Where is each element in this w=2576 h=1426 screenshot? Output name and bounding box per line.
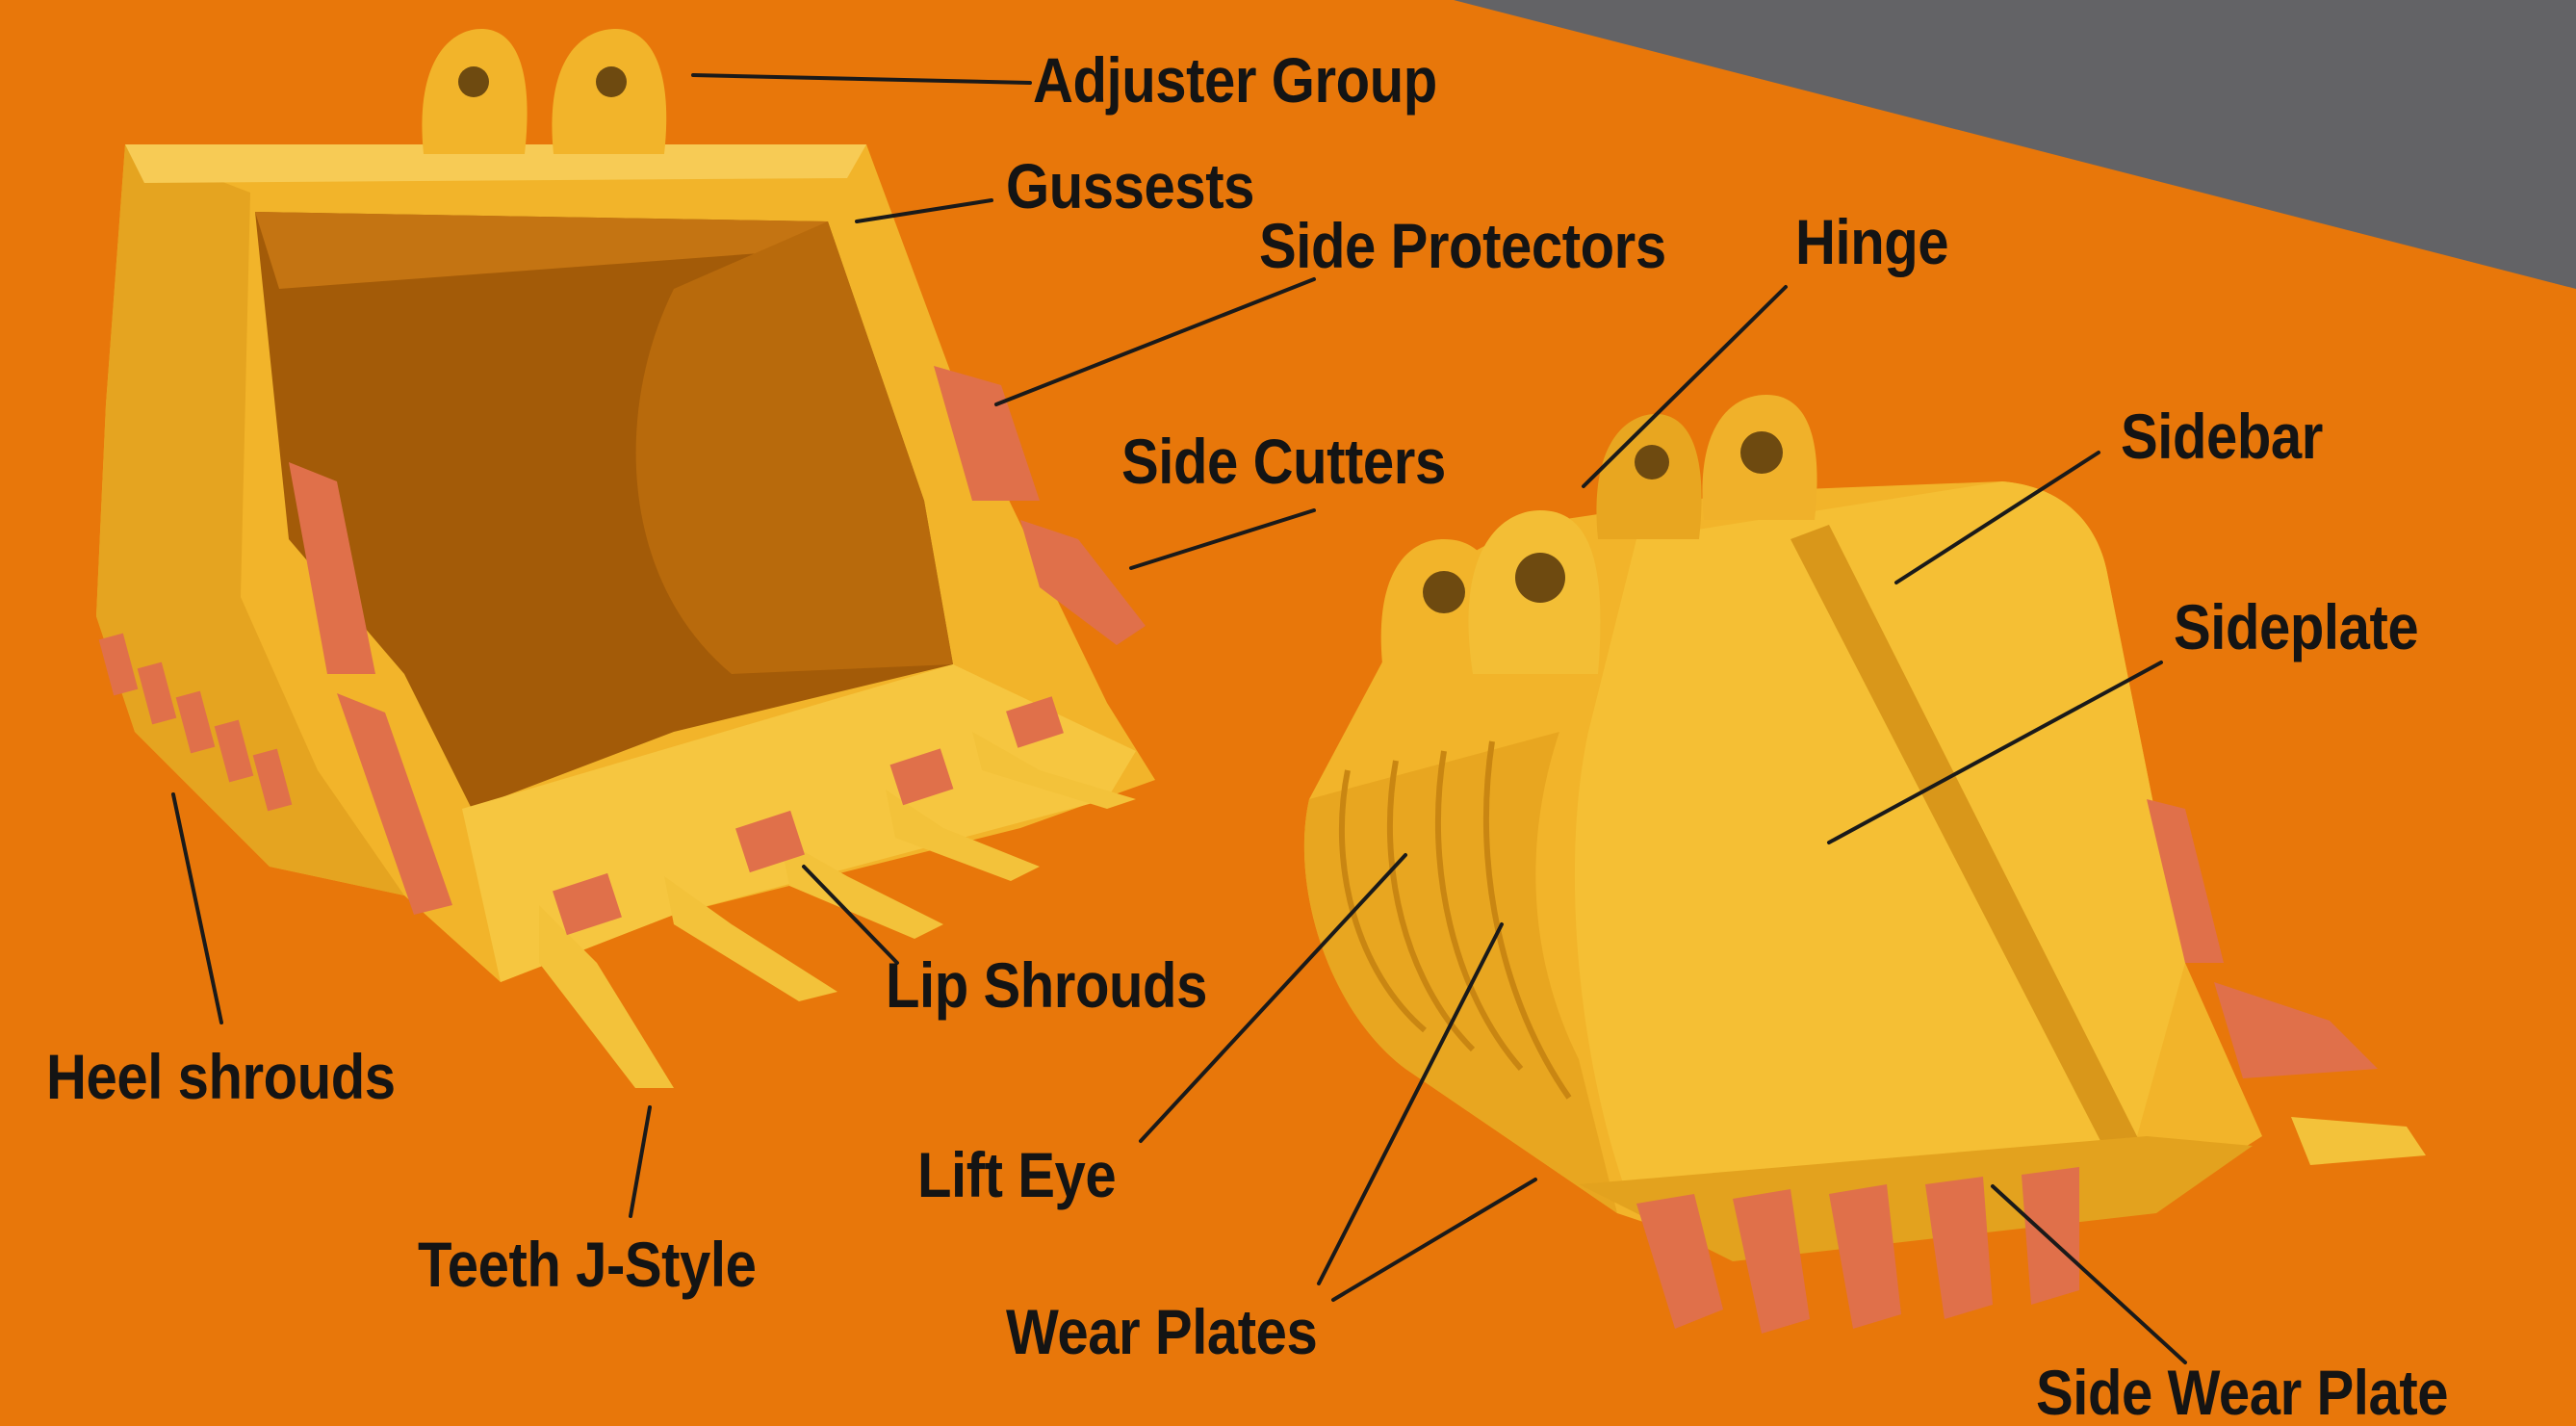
label-side-cutters: Side Cutters [1121,429,1446,493]
label-teeth-j-style: Teeth J-Style [418,1232,756,1296]
leader-teeth-j-style [631,1107,650,1216]
leader-heel-shrouds [173,794,221,1023]
label-sidebar: Sidebar [2121,404,2323,468]
label-hinge: Hinge [1795,210,1948,273]
leader-adjuster-group [693,75,1030,83]
label-wear-plates: Wear Plates [1006,1300,1317,1363]
label-adjuster-group: Adjuster Group [1033,48,1437,112]
label-lift-eye: Lift Eye [917,1143,1116,1206]
label-lip-shrouds: Lip Shrouds [886,953,1207,1017]
label-heel-shrouds: Heel shrouds [46,1045,396,1108]
left-bucket-image [96,29,1155,1088]
label-side-protectors: Side Protectors [1259,214,1666,277]
label-side-wear-plate: Side Wear Plate [2036,1361,2448,1424]
leader-side-cutters [1131,510,1314,568]
leader-side-protectors [996,279,1314,404]
label-sideplate: Sideplate [2174,595,2418,659]
right-bucket-image [1304,395,2426,1334]
label-gussets: Gussests [1006,154,1254,218]
